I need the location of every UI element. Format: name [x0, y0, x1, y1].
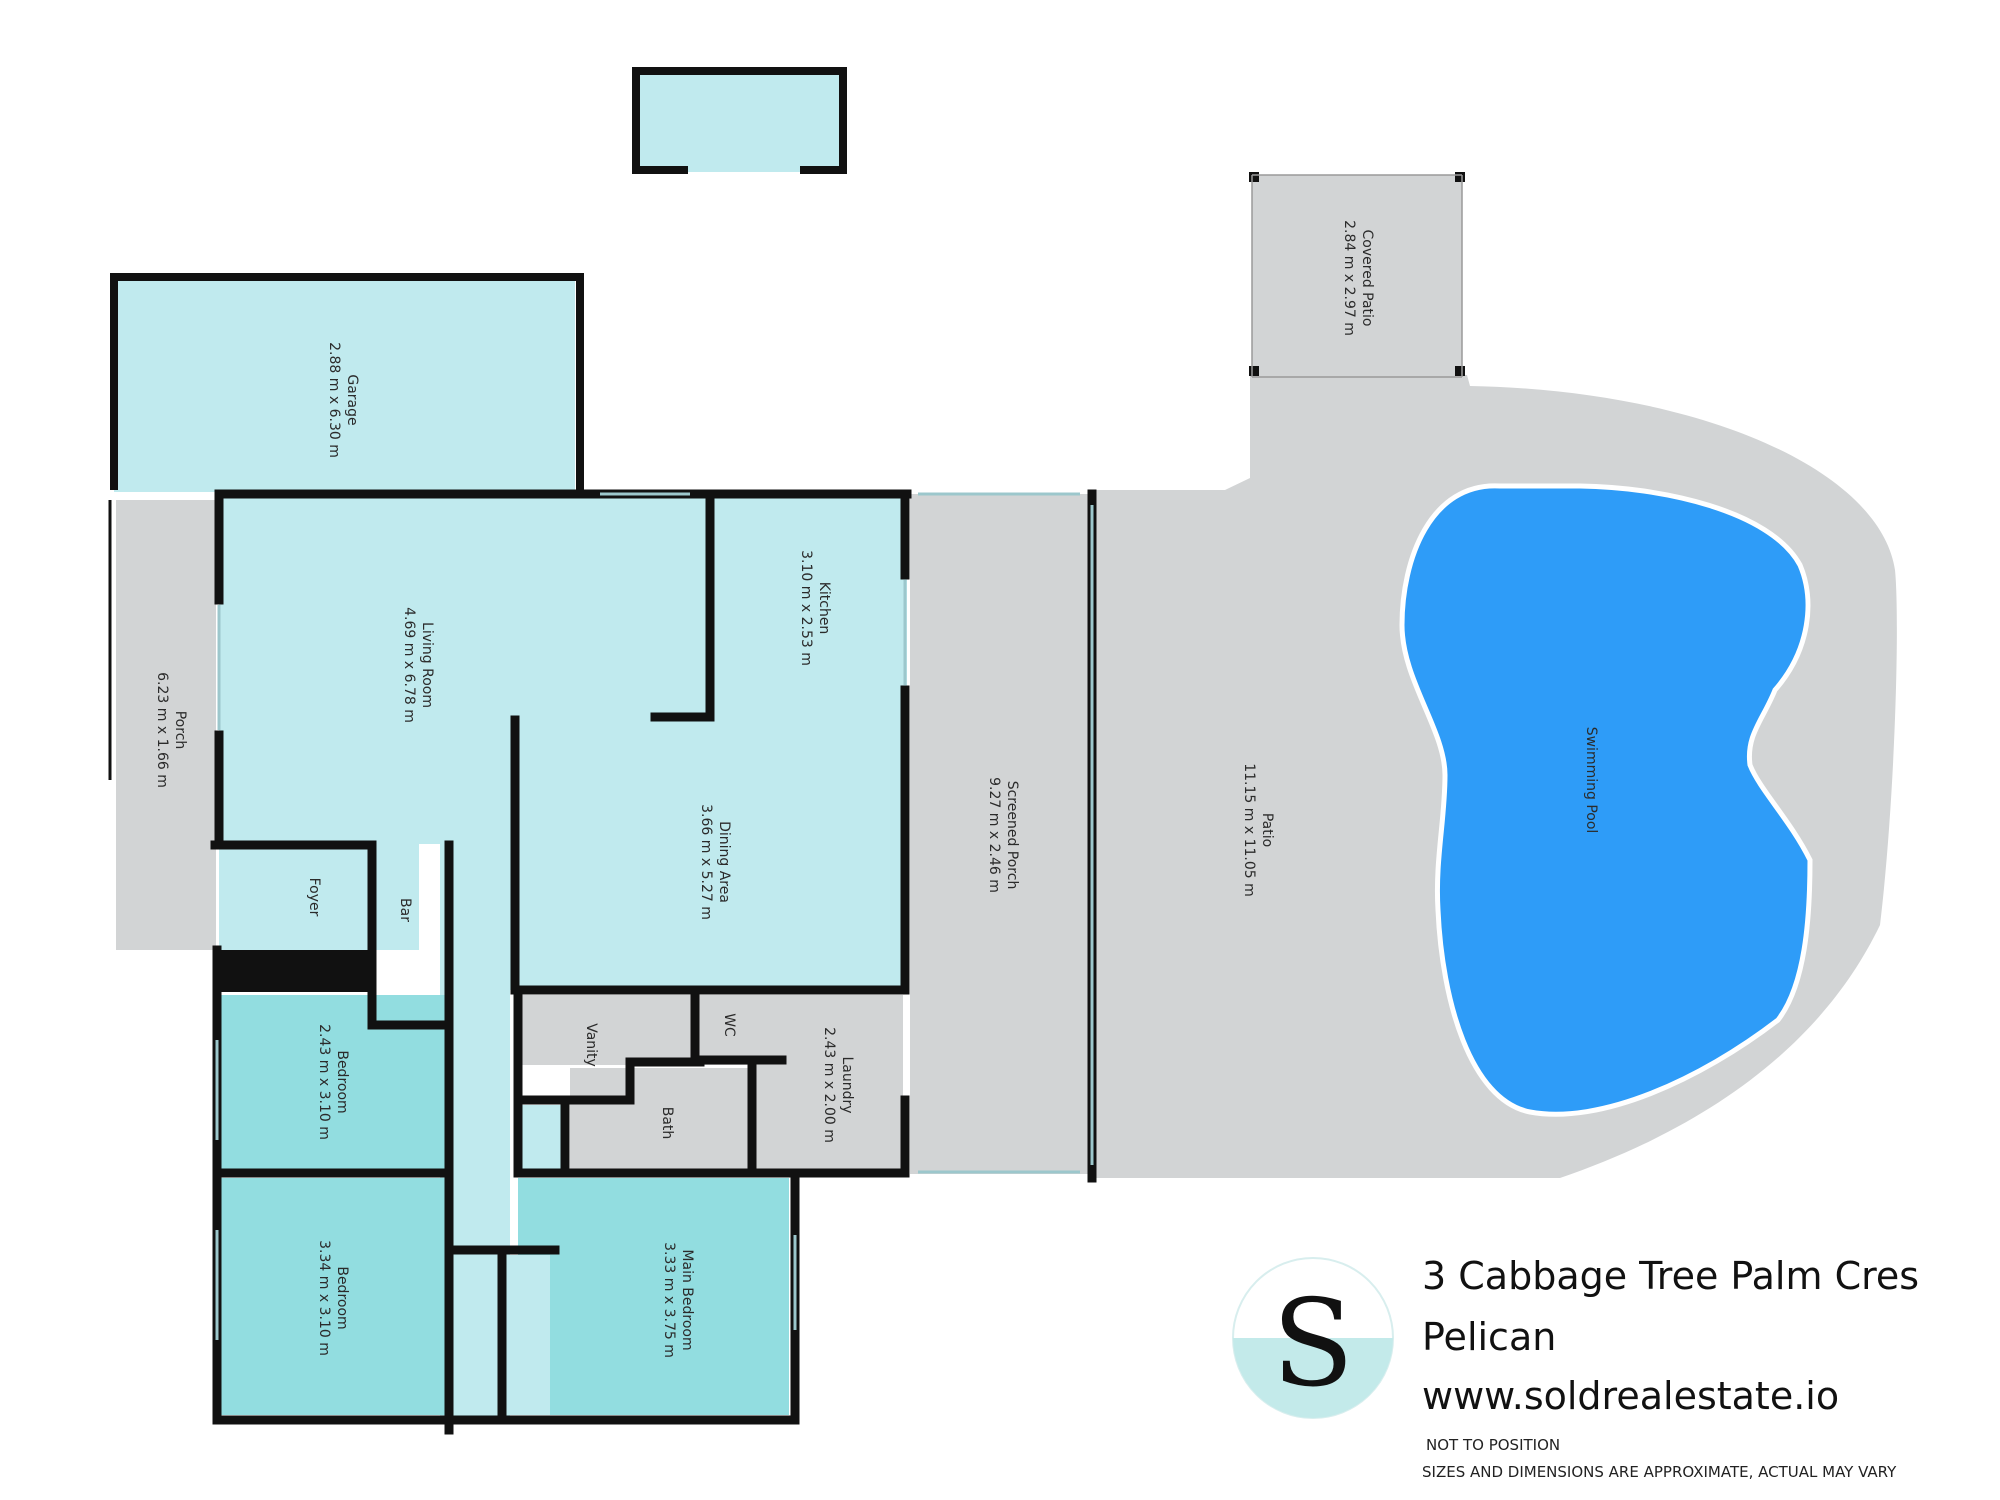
label-bath: Bath — [659, 1107, 675, 1140]
interior-rooms — [219, 496, 907, 1420]
covered-patio-area — [1252, 175, 1462, 377]
room-dimensions: 2.43 m x 2.00 m — [821, 1027, 837, 1143]
garage-area — [114, 277, 575, 492]
room-dimensions: 2.84 m x 2.97 m — [1341, 220, 1357, 336]
label-kitchen: Kitchen 3.10 m x 2.53 m — [798, 550, 832, 666]
swimming-pool — [1399, 483, 1813, 1117]
outbuilding-wall — [632, 67, 847, 174]
label-bedroom-2: Bedroom 3.34 m x 3.10 m — [316, 1240, 350, 1356]
room-dimensions: 3.34 m x 3.10 m — [316, 1240, 332, 1356]
label-patio: Patio 11.15 m x 11.05 m — [1241, 763, 1275, 897]
room-name: Covered Patio — [1359, 230, 1375, 327]
porch-area — [116, 500, 216, 950]
disclaimer-position: NOT TO POSITION — [1426, 1436, 1561, 1454]
label-bar: Bar — [397, 898, 413, 922]
room-name: Bar — [397, 898, 413, 922]
room-dimensions: 9.27 m x 2.46 m — [986, 777, 1002, 893]
address-line-2: Pelican — [1422, 1315, 1557, 1359]
screened-porch-area — [910, 494, 1094, 1174]
label-swimming-pool: Swimming Pool — [1583, 727, 1599, 834]
room-name: Screened Porch — [1004, 781, 1020, 890]
label-screened-porch: Screened Porch 9.27 m x 2.46 m — [986, 777, 1020, 893]
address-line-1: 3 Cabbage Tree Palm Cres — [1422, 1254, 1920, 1298]
label-bedroom-1: Bedroom 2.43 m x 3.10 m — [316, 1024, 350, 1140]
room-dimensions: 3.33 m x 3.75 m — [661, 1242, 677, 1358]
label-laundry: Laundry 2.43 m x 2.00 m — [821, 1027, 855, 1143]
room-name: Kitchen — [816, 582, 832, 635]
room-dimensions: 3.66 m x 5.27 m — [698, 804, 714, 920]
room-name: Bedroom — [334, 1050, 350, 1113]
disclaimer-sizes: SIZES AND DIMENSIONS ARE APPROXIMATE, AC… — [1422, 1463, 1897, 1481]
room-name: Living Room — [419, 622, 435, 708]
room-name: Porch — [172, 711, 188, 750]
covered-patio-posts — [1249, 172, 1465, 376]
room-dimensions: 2.88 m x 6.30 m — [326, 342, 342, 458]
label-garage: Garage 2.88 m x 6.30 m — [326, 342, 360, 458]
room-name: Garage — [344, 374, 360, 425]
label-main-bedroom: Main Bedroom 3.33 m x 3.75 m — [661, 1242, 695, 1358]
windows — [215, 492, 1094, 1340]
outbuilding — [636, 71, 843, 170]
label-porch: Porch 6.23 m x 1.66 m — [154, 672, 188, 788]
room-name: WC — [721, 1013, 737, 1037]
room-name: Main Bedroom — [679, 1249, 695, 1350]
room-name: Swimming Pool — [1583, 727, 1599, 834]
garage-wall — [110, 273, 584, 492]
room-name: Bedroom — [334, 1266, 350, 1329]
label-foyer: Foyer — [306, 878, 322, 917]
room-name: Bath — [659, 1107, 675, 1140]
room-name: Patio — [1259, 813, 1275, 847]
label-covered-patio: Covered Patio 2.84 m x 2.97 m — [1341, 220, 1375, 336]
room-name: Foyer — [306, 878, 322, 917]
brand-logo: S — [1232, 1257, 1394, 1419]
room-name: Vanity — [583, 1023, 599, 1067]
label-wc: WC — [721, 1013, 737, 1037]
room-dimensions: 2.43 m x 3.10 m — [316, 1024, 332, 1140]
room-dimensions: 11.15 m x 11.05 m — [1241, 763, 1257, 897]
room-name: Laundry — [839, 1056, 855, 1113]
label-vanity: Vanity — [583, 1023, 599, 1067]
room-name: Dining Area — [716, 821, 732, 903]
room-dimensions: 3.10 m x 2.53 m — [798, 550, 814, 666]
wall-block — [217, 950, 372, 992]
website-link[interactable]: www.soldrealestate.io — [1422, 1374, 1840, 1418]
logo-letter: S — [1272, 1275, 1354, 1414]
label-living-room: Living Room 4.69 m x 6.78 m — [401, 607, 435, 723]
room-dimensions: 6.23 m x 1.66 m — [154, 672, 170, 788]
label-dining-area: Dining Area 3.66 m x 5.27 m — [698, 804, 732, 920]
room-dimensions: 4.69 m x 6.78 m — [401, 607, 417, 723]
